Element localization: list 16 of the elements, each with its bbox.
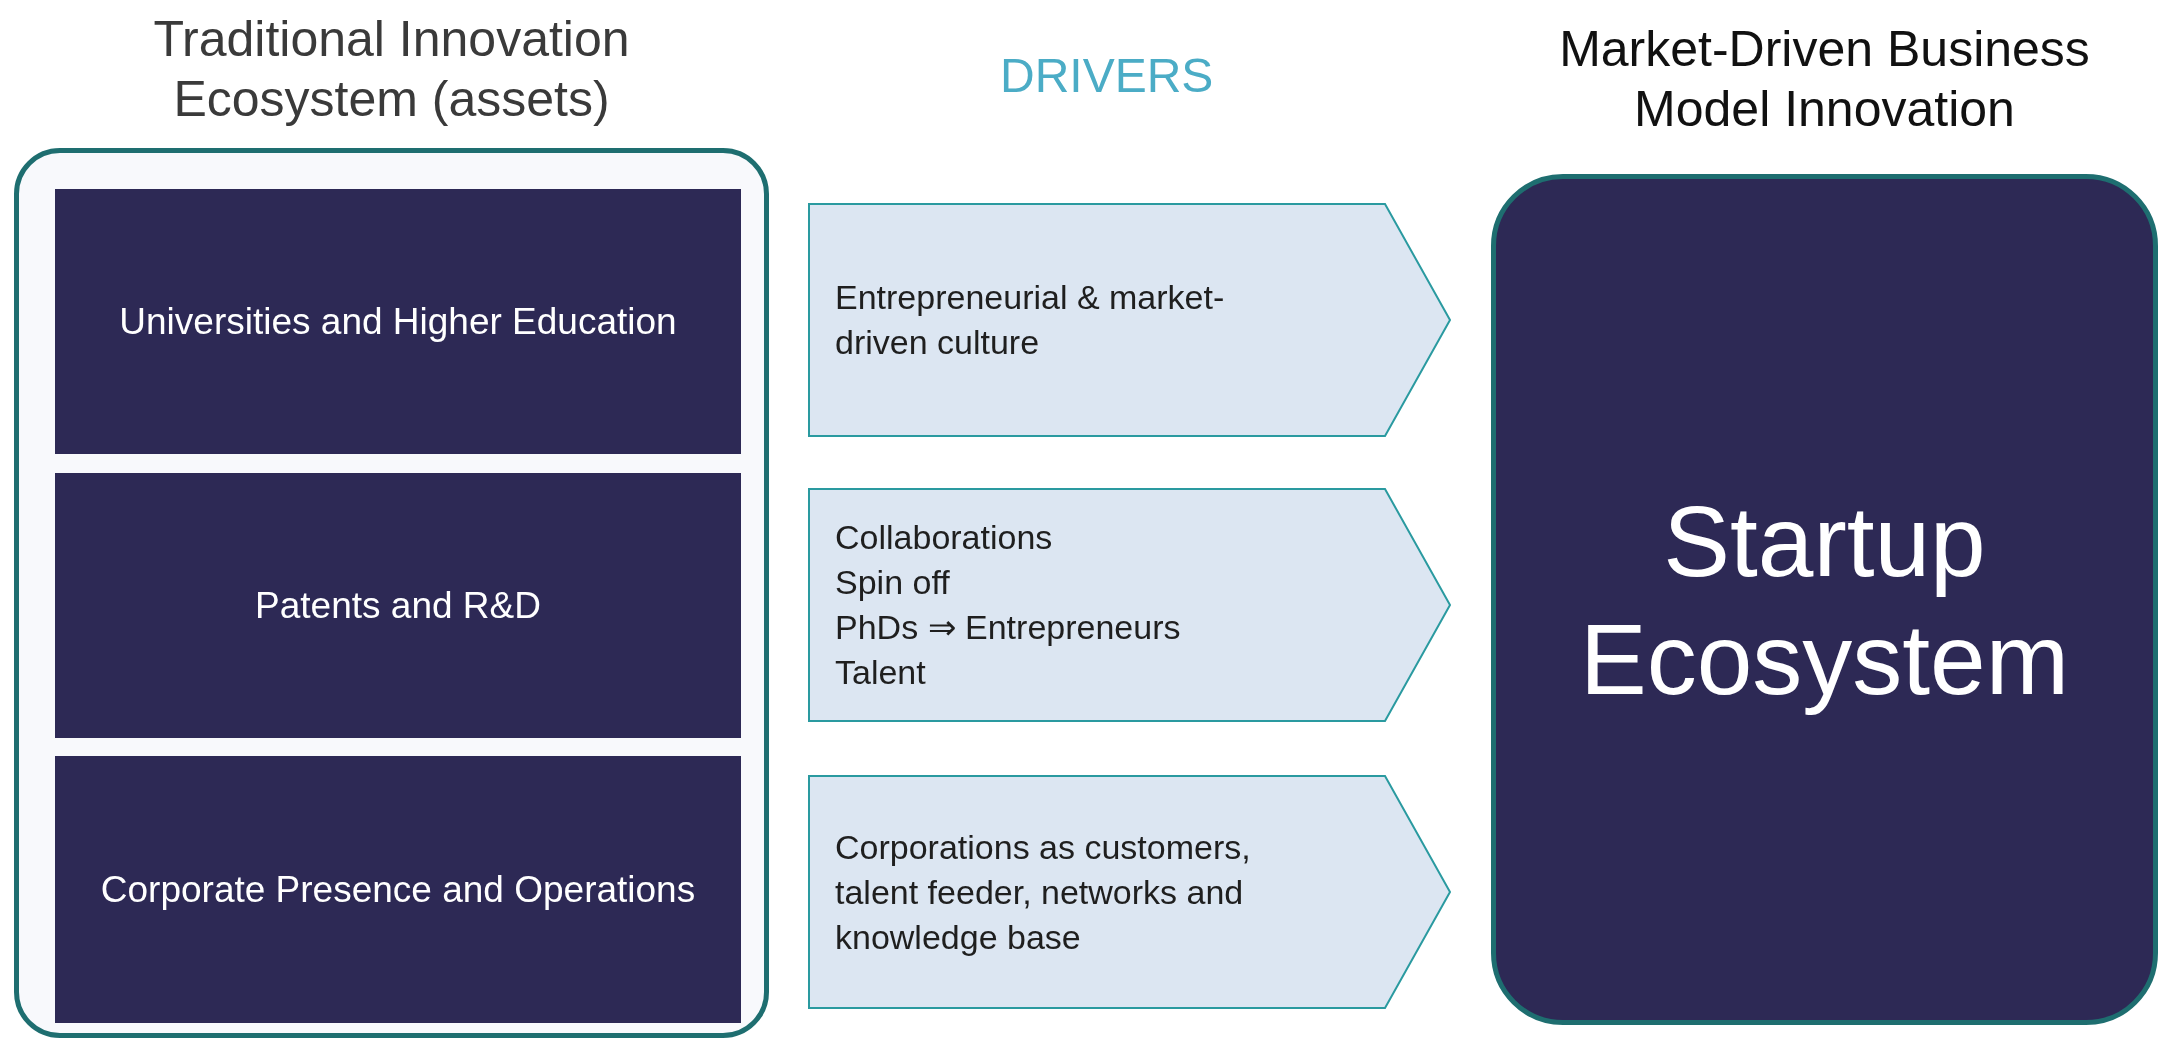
driver-text: Spin off [835, 562, 951, 603]
driver-text: PhDs ⇒ Entrepreneurs [835, 607, 1182, 648]
driver-text: Corporations as customers, talent feeder, networks and knowledge base [835, 826, 1252, 958]
driver-text: Collaborations [835, 517, 1054, 558]
box-label: Patents and R&D [255, 584, 541, 627]
asset-box [55, 189, 741, 454]
asset-box [55, 473, 741, 738]
panel-heading: Market-Driven Business Model Innovation [1558, 20, 2091, 139]
box-label: Corporate Presence and Operations [100, 868, 696, 911]
column-heading: DRIVERS [1000, 48, 1214, 103]
driver-text: Talent [835, 652, 927, 693]
ecosystem-title: Startup Ecosystem [1579, 483, 2070, 717]
panel-heading: Traditional Innovation Ecosystem (assets) [152, 10, 631, 129]
driver-text: Entrepreneurial & market-driven culture [835, 277, 1226, 363]
asset-box [55, 756, 741, 1023]
box-label: Universities and Higher Education [119, 300, 677, 343]
